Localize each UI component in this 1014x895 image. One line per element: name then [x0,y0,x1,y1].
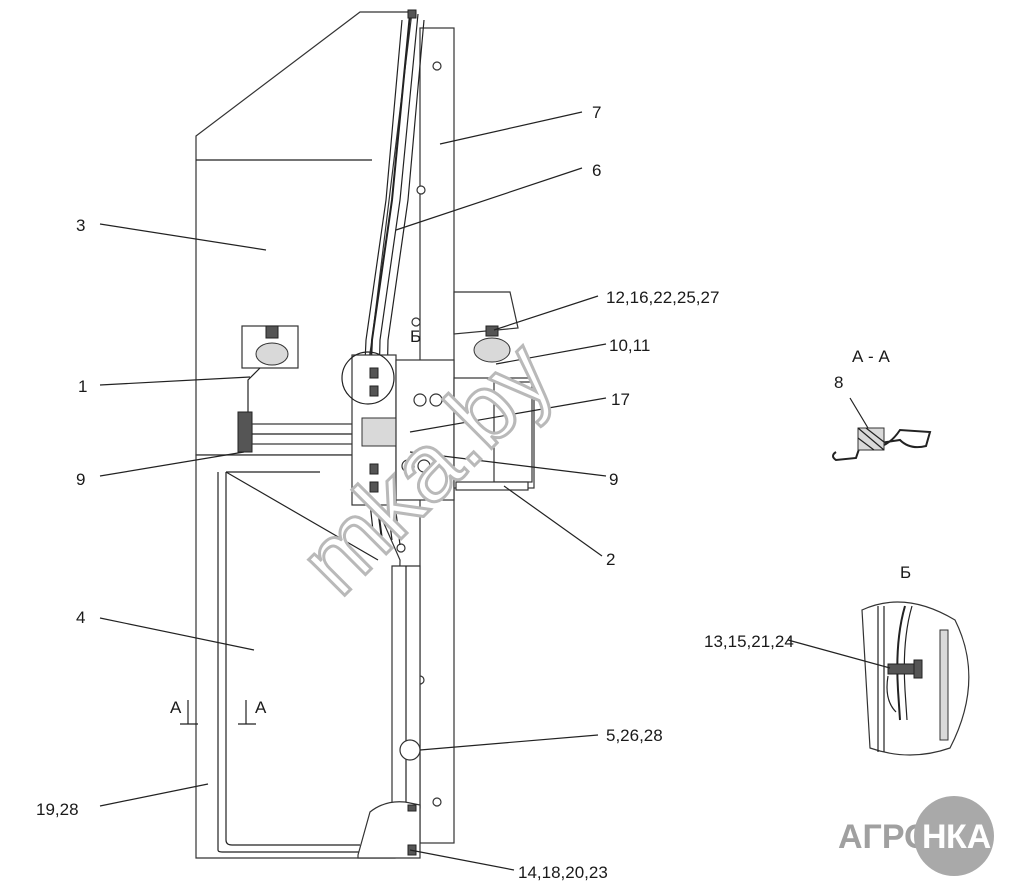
logo-text-mid: Н [922,818,947,856]
callout-9-left: 9 [76,470,85,489]
detail-b-title: Б [900,563,911,582]
section-aa [832,397,932,462]
agronka-logo: АГРО Н КА [838,796,994,876]
callout-14-18-20-23: 14,18,20,23 [518,863,608,882]
callout-17: 17 [611,390,630,409]
logo-text-right: КА [946,818,991,856]
callout-6: 6 [592,161,601,180]
section-mark-a-left: А [170,698,182,717]
callout-8: 8 [834,373,843,392]
detail-mark-b: Б [410,327,421,346]
callout-4: 4 [76,608,85,627]
callout-5-26-28: 5,26,28 [606,726,663,745]
callout-7: 7 [592,103,601,122]
callout-10-11: 10,11 [609,336,650,355]
callout-2: 2 [606,550,615,569]
door-assembly [195,9,535,859]
leader-lines [99,111,607,871]
section-aa-title: А - А [852,347,890,366]
section-mark-a-right: А [255,698,267,717]
callout-13-15-21-24: 13,15,21,24 [704,632,794,651]
callout-3: 3 [76,216,85,235]
logo-circle-icon [914,796,994,876]
callout-12: 12,16,22,25,27 [606,288,719,307]
callout-9-right: 9 [609,470,618,489]
detail-b [787,601,970,756]
callout-1: 1 [78,377,87,396]
labels: 3 1 9 4 19,28 7 6 12,16,22,25,27 10,11 1… [36,103,911,882]
callout-19-28: 19,28 [36,800,79,819]
